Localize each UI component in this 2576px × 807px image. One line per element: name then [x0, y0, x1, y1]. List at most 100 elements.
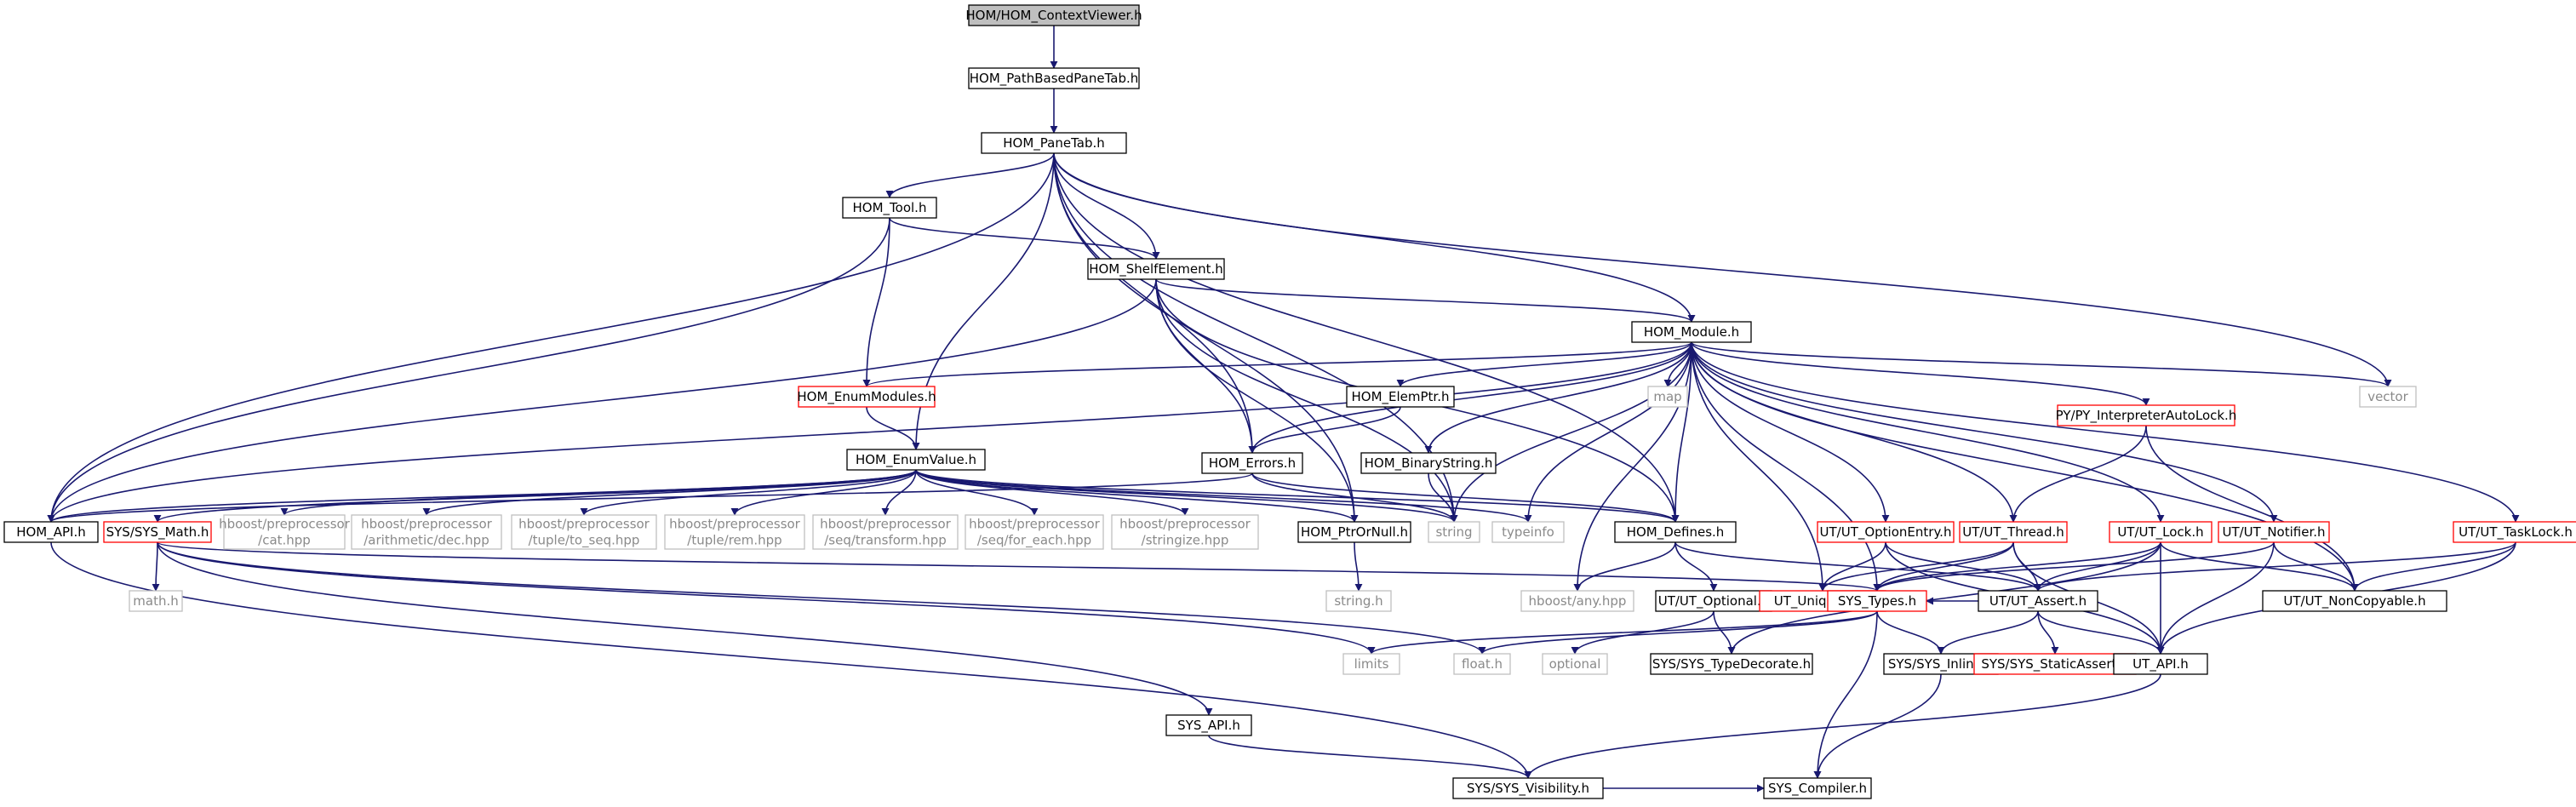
edge-module-to-errors: [1248, 341, 1692, 454]
node-enummods[interactable]: HOM_EnumModules.h: [797, 386, 936, 408]
node-toseq: hboost/preprocessor/tuple/to_seq.hpp: [511, 514, 657, 550]
edge-module-to-api: [47, 341, 1692, 523]
node-defines[interactable]: HOM_Defines.h: [1614, 521, 1737, 543]
node-shelf[interactable]: HOM_ShelfElement.h: [1087, 258, 1225, 280]
node-label-compiler: SYS_Compiler.h: [1768, 781, 1867, 797]
node-typeinfo: typeinfo: [1491, 521, 1565, 543]
node-foreach: hboost/preprocessor/seq/for_each.hpp: [965, 514, 1104, 550]
edge-shelf-to-ptrornull: [1155, 278, 1359, 523]
node-staticassert[interactable]: SYS/SYS_StaticAssert.h: [1973, 653, 2137, 675]
node-box-toseq: [511, 514, 657, 550]
node-label-optentry: UT/UT_OptionEntry.h: [1820, 524, 1952, 541]
edge-module-to-defines: [1671, 341, 1692, 523]
node-label-enumval: HOM_EnumValue.h: [856, 452, 976, 468]
node-label-errors: HOM_Errors.h: [1209, 455, 1296, 472]
node-noncopy[interactable]: UT/UT_NonCopyable.h: [2262, 590, 2447, 612]
node-rem: hboost/preprocessor/tuple/rem.hpp: [664, 514, 805, 550]
node-visibility[interactable]: SYS/SYS_Visibility.h: [1452, 777, 1604, 799]
node-label-elemptr: HOM_ElemPtr.h: [1351, 389, 1449, 405]
edge-tasklock-to-noncopy: [2350, 541, 2516, 592]
edge-panetab-to-defines: [1053, 152, 1680, 523]
node-enumval[interactable]: HOM_EnumValue.h: [846, 449, 986, 471]
edge-panetab-to-api: [47, 152, 1055, 523]
node-box-typedecorate: [1650, 653, 1813, 675]
node-pbpt[interactable]: HOM_PathBasedPaneTab.h: [968, 67, 1140, 89]
node-compiler[interactable]: SYS_Compiler.h: [1763, 777, 1872, 799]
node-typedecorate[interactable]: SYS/SYS_TypeDecorate.h: [1650, 653, 1813, 675]
node-stringh: string.h: [1325, 590, 1392, 612]
node-ptrornull[interactable]: HOM_PtrOrNull.h: [1297, 521, 1411, 543]
edge-errors-to-defines: [1251, 472, 1680, 523]
node-lock[interactable]: UT/UT_Lock.h: [2109, 521, 2212, 543]
node-box-vector: [2359, 386, 2417, 408]
node-label-typedecorate: SYS/SYS_TypeDecorate.h: [1652, 656, 1811, 672]
node-thread[interactable]: UT/UT_Thread.h: [1959, 521, 2068, 543]
node-sysapi[interactable]: SYS_API.h: [1165, 714, 1252, 736]
node-box-enummods: [798, 386, 936, 408]
node-label-cat: hboost/preprocessor/cat.hpp: [219, 517, 351, 548]
edge-enummods-to-enumval: [866, 406, 920, 450]
node-label-string: string: [1435, 524, 1472, 540]
node-systypes[interactable]: SYS_Types.h: [1827, 590, 1927, 612]
node-utapi[interactable]: UT_API.h: [2113, 653, 2208, 675]
node-notifier[interactable]: UT/UT_Notifier.h: [2218, 521, 2330, 543]
edge-systypes-to-limits: [1367, 610, 1878, 655]
node-interp[interactable]: PY/PY_InterpreterAutoLock.h: [2056, 404, 2237, 426]
node-binstr[interactable]: HOM_BinaryString.h: [1360, 452, 1497, 474]
edge-module-to-typeinfo: [1524, 341, 1692, 523]
node-label-thread: UT/UT_Thread.h: [1962, 524, 2064, 541]
node-box-pbpt: [968, 67, 1140, 89]
node-anyhpp: hboost/any.hpp: [1520, 590, 1634, 612]
node-label-api: HOM_API.h: [16, 524, 86, 541]
node-label-map: map: [1653, 389, 1681, 404]
edge-systypes-to-floath: [1478, 610, 1878, 655]
node-errors[interactable]: HOM_Errors.h: [1201, 452, 1303, 474]
node-ctx[interactable]: HOM/HOM_ContextViewer.h: [965, 4, 1142, 26]
node-box-optional: [1542, 653, 1608, 675]
edge-tasklock-to-assert: [2034, 541, 2516, 592]
edge-enumval-to-foreach: [915, 469, 1039, 516]
node-optional_h[interactable]: UT/UT_Optional.h: [1655, 590, 1772, 612]
edge-panetab-to-vector: [1053, 152, 2392, 387]
node-box-ctx: [968, 4, 1140, 26]
node-sysmath[interactable]: SYS/SYS_Math.h: [103, 521, 212, 543]
node-tool[interactable]: HOM_Tool.h: [842, 197, 937, 219]
edge-elemptr-to-errors: [1248, 406, 1401, 454]
edge-module-to-lock: [1691, 341, 2165, 523]
node-box-stringize: [1111, 514, 1259, 550]
node-mathh: math.h: [129, 590, 183, 612]
node-transform: hboost/preprocessor/seq/transform.hpp: [812, 514, 959, 550]
node-box-mathh: [129, 590, 183, 612]
node-label-binstr: HOM_BinaryString.h: [1365, 455, 1493, 472]
edge-defines-to-assert: [1674, 541, 2042, 592]
node-string: string: [1428, 521, 1480, 543]
node-tasklock[interactable]: UT/UT_TaskLock.h: [2453, 521, 2576, 543]
node-box-panetab: [981, 132, 1127, 154]
edge-enumval-to-cat: [280, 469, 917, 516]
node-label-vector: vector: [2367, 389, 2408, 404]
edge-sysmath-to-floath: [157, 541, 1486, 655]
node-module[interactable]: HOM_Module.h: [1631, 321, 1752, 343]
node-optentry[interactable]: UT/UT_OptionEntry.h: [1817, 521, 1955, 543]
node-box-dec: [351, 514, 502, 550]
node-assert[interactable]: UT/UT_Assert.h: [1978, 590, 2098, 612]
node-label-optional: optional: [1549, 656, 1601, 672]
node-box-sysmath: [103, 521, 212, 543]
edge-module-to-string: [1450, 341, 1692, 523]
node-label-dec: hboost/preprocessor/arithmetic/dec.hpp: [361, 517, 493, 548]
node-api[interactable]: HOM_API.h: [3, 521, 99, 543]
node-box-string: [1428, 521, 1480, 543]
node-panetab[interactable]: HOM_PaneTab.h: [981, 132, 1127, 154]
node-elemptr[interactable]: HOM_ElemPtr.h: [1346, 386, 1455, 408]
node-label-mathh: math.h: [133, 593, 178, 609]
node-stringize: hboost/preprocessor/stringize.hpp: [1111, 514, 1259, 550]
node-label-staticassert: SYS/SYS_StaticAssert.h: [1981, 656, 2128, 672]
edge-sysapi-to-visibility: [1208, 735, 1532, 779]
node-box-binstr: [1360, 452, 1497, 474]
node-vector: vector: [2359, 386, 2417, 408]
node-box-foreach: [965, 514, 1104, 550]
node-label-transform: hboost/preprocessor/seq/transform.hpp: [820, 517, 952, 548]
node-box-transform: [812, 514, 959, 550]
edge-sysmath-to-mathh: [152, 541, 160, 592]
